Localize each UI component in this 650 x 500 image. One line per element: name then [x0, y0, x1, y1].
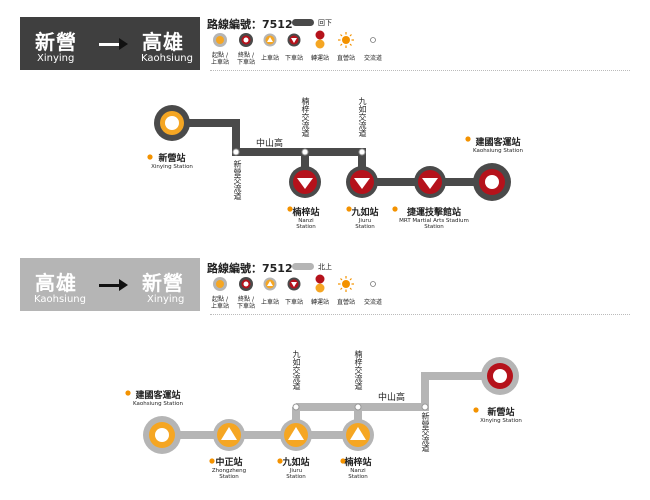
- interchange-dot: [421, 403, 429, 411]
- legend-alight: 下車站: [284, 299, 303, 306]
- road-label: 中山高: [378, 393, 406, 403]
- legend-board: 上車站: [260, 55, 279, 62]
- direct-sun-icon: [147, 154, 153, 160]
- direct-sun-icon: [287, 206, 293, 212]
- legend-transfer: 轉運站: [310, 55, 329, 62]
- board-station-node: [280, 419, 312, 451]
- destination-city-en: Kaohsiung: [141, 53, 193, 64]
- destination-city: 新營: [142, 271, 184, 295]
- origin-city-en: Xinying: [37, 53, 75, 64]
- interchange-dot: [292, 403, 300, 411]
- destination-city: 高雄: [142, 30, 184, 54]
- route-number: 路線編號：7512: [207, 18, 293, 31]
- station-label: 捷運技擊館站 MRT Martial Arts Stadium Station: [399, 208, 469, 230]
- alight-station-node: [414, 166, 446, 198]
- route-header-northbound: 高雄 Kaohsiung 新營 Xinying: [20, 258, 200, 311]
- direct-sun-icon: [473, 407, 479, 413]
- interchange-dot: [354, 403, 362, 411]
- legend-icons-top: [213, 30, 376, 49]
- route-map-northbound: [125, 357, 519, 464]
- transfer-stop-icon: [315, 30, 325, 40]
- origin-city: 新營: [35, 30, 77, 54]
- road-label: 中山高: [256, 139, 284, 149]
- direct-sun-icon: [277, 458, 283, 464]
- interchange-dot: [301, 148, 309, 156]
- legend-start: 起點 /上車站: [210, 52, 229, 66]
- station-label: 九如站 Jiuru Station: [351, 208, 379, 230]
- legend-start: 起點 /上車站: [210, 296, 229, 310]
- origin-city-en: Kaohsiung: [34, 294, 86, 305]
- station-label: 中正站 Zhongzheng Station: [211, 458, 247, 480]
- direct-sun-icon: [340, 458, 346, 464]
- direct-sun-icon: [392, 206, 398, 212]
- direct-stop-sun-icon: [338, 276, 354, 292]
- direction-label: 回下: [318, 19, 332, 27]
- transfer-stop-icon: [315, 274, 325, 284]
- interchange-dot: [358, 148, 366, 156]
- station-label: 建國客運站 Kaohsiung Station: [473, 138, 523, 154]
- legend-direct: 直營站: [336, 55, 355, 62]
- interchange-label: 新營交流道: [233, 160, 242, 200]
- origin-city: 高雄: [35, 271, 77, 295]
- route-header-southbound: 新營 Xinying 高雄 Kaohsiung: [20, 17, 200, 70]
- legend-icons-bottom: [213, 274, 376, 293]
- direction-arrow-icon: [99, 38, 128, 50]
- route-map-southbound: [147, 105, 511, 212]
- divider: [210, 314, 630, 315]
- legend-direct: 直營站: [336, 299, 355, 306]
- legend-alight: 下車站: [284, 55, 303, 62]
- station-label: 九如站 Jiuru Station: [282, 458, 310, 480]
- interchange-label: 新營交流道: [421, 412, 430, 452]
- legend-end: 終點 /下車站: [236, 52, 255, 66]
- interchange-label: 九如交流道: [292, 350, 301, 390]
- legend-interchange: 交流道: [363, 55, 382, 62]
- route-number: 路線編號：7512: [207, 262, 293, 275]
- station-label: 新營站 Xinying Station: [151, 154, 193, 170]
- alight-station-node: [289, 166, 321, 198]
- interchange-icon: [370, 37, 376, 43]
- direct-sun-icon: [209, 458, 215, 464]
- board-station-node: [342, 419, 374, 451]
- destination-city-en: Xinying: [147, 294, 185, 305]
- direct-sun-icon: [465, 136, 471, 142]
- alight-station-node: [346, 166, 378, 198]
- interchange-label: 楠梓交流道: [354, 350, 363, 390]
- legend-transfer: 轉運站: [310, 299, 329, 306]
- direct-sun-icon: [125, 390, 131, 396]
- interchange-label: 九如交流道: [358, 97, 367, 137]
- station-label: 楠梓站 Nanzi Station: [344, 458, 372, 480]
- direct-sun-icon: [346, 206, 352, 212]
- direction-label: 北上: [318, 263, 332, 271]
- station-label: 新營站 Xinying Station: [480, 408, 522, 424]
- legend-board: 上車站: [260, 299, 279, 306]
- station-label: 建國客運站 Kaohsiung Station: [133, 391, 183, 407]
- interchange-dot: [232, 148, 240, 156]
- legend-end: 終點 /下車站: [236, 296, 255, 310]
- interchange-icon: [370, 281, 376, 287]
- direction-pill: [292, 263, 314, 270]
- divider: [210, 70, 630, 71]
- station-label: 楠梓站 Nanzi Station: [292, 208, 320, 230]
- direction-pill: [292, 19, 314, 26]
- interchange-label: 楠梓交流道: [301, 97, 310, 137]
- direct-stop-sun-icon: [338, 32, 354, 48]
- board-station-node: [213, 419, 245, 451]
- direction-arrow-icon: [99, 279, 128, 291]
- legend-interchange: 交流道: [363, 299, 382, 306]
